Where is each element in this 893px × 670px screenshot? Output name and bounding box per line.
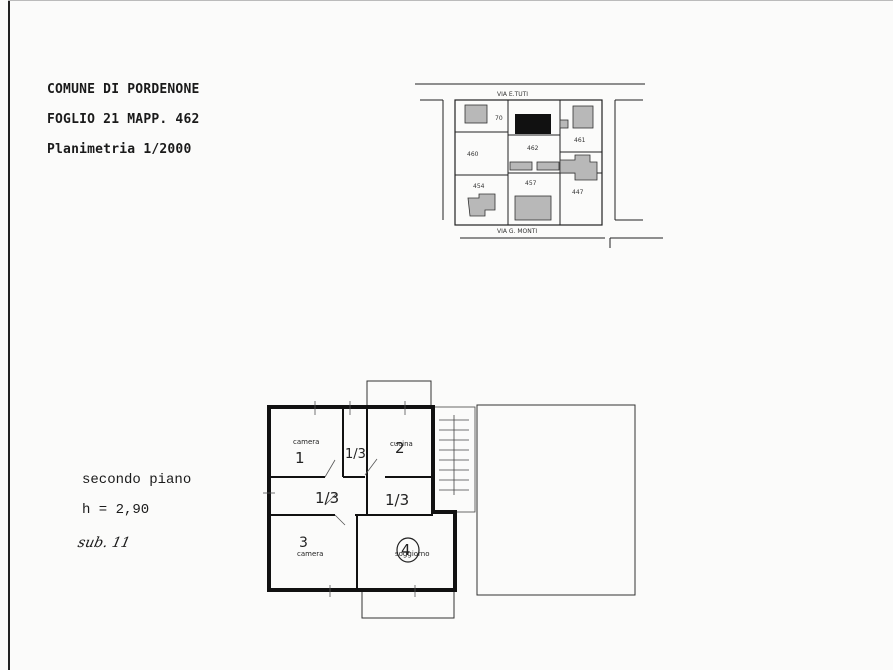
floor-name: secondo piano bbox=[82, 472, 192, 488]
cadastral-reference: FOGLIO 21 MAPP. 462 bbox=[47, 112, 200, 127]
hall-fraction-right: 1/3 bbox=[385, 491, 409, 509]
room-label-4: soggiorno bbox=[395, 550, 430, 558]
ceiling-height: h = 2,90 bbox=[82, 502, 150, 518]
parcel-number: 447 bbox=[572, 189, 584, 196]
building-footprint bbox=[572, 105, 594, 129]
room-number-1: 1 bbox=[295, 449, 305, 467]
site-map: VIA E.TUTI 70 460 461 462 454 457 447 VI… bbox=[415, 83, 663, 248]
street-name-bottom: VIA G. MONTI bbox=[497, 228, 537, 235]
room-label-1: camera bbox=[293, 438, 319, 446]
hall-fraction-left: 1/3 bbox=[315, 489, 339, 507]
room-number-2: 2 bbox=[395, 439, 405, 457]
building-footprint bbox=[514, 195, 552, 221]
parcel-number: 454 bbox=[473, 183, 485, 190]
building-footprint bbox=[509, 161, 533, 171]
building-footprint bbox=[464, 104, 488, 124]
sub-unit-label: sub. 11 bbox=[76, 535, 132, 551]
room-number-circle bbox=[396, 537, 420, 563]
parcel-number: 462 bbox=[527, 145, 539, 152]
municipality-title: COMUNE DI PORDENONE bbox=[47, 82, 200, 97]
street-name-top: VIA E.TUTI bbox=[497, 91, 528, 98]
room-label-2: cucina bbox=[390, 440, 413, 448]
balcony-south bbox=[361, 589, 455, 619]
room-fraction: 1/3 bbox=[345, 447, 366, 462]
interior-walls bbox=[269, 407, 433, 590]
parcel-number: 461 bbox=[574, 137, 586, 144]
sheet-left-border bbox=[8, 0, 10, 670]
building-subject-parcel bbox=[515, 114, 551, 134]
balcony-north bbox=[366, 380, 432, 408]
parcel-number: 457 bbox=[525, 180, 537, 187]
adjacent-unit-outline bbox=[476, 404, 636, 596]
floor-plan: camera 1 1/3 cucina 2 1/3 1/3 camera 3 s… bbox=[263, 380, 636, 619]
parcel-number: 70 bbox=[495, 115, 503, 122]
sheet-top-border bbox=[8, 0, 893, 1]
stairwell bbox=[432, 406, 476, 513]
parcel-number: 460 bbox=[467, 151, 479, 158]
building-footprint bbox=[536, 161, 560, 171]
room-number-4: 4 bbox=[401, 541, 411, 559]
unit-outer-wall bbox=[267, 405, 457, 592]
building-footprint bbox=[467, 193, 496, 217]
block-outline bbox=[454, 99, 603, 226]
building-footprint bbox=[559, 119, 569, 129]
building-footprint bbox=[559, 154, 598, 181]
plan-scale: Planimetria 1/2000 bbox=[47, 142, 192, 157]
room-label-3: camera bbox=[297, 550, 323, 558]
room-number-3: 3 bbox=[299, 535, 308, 551]
window-marks bbox=[263, 401, 416, 597]
